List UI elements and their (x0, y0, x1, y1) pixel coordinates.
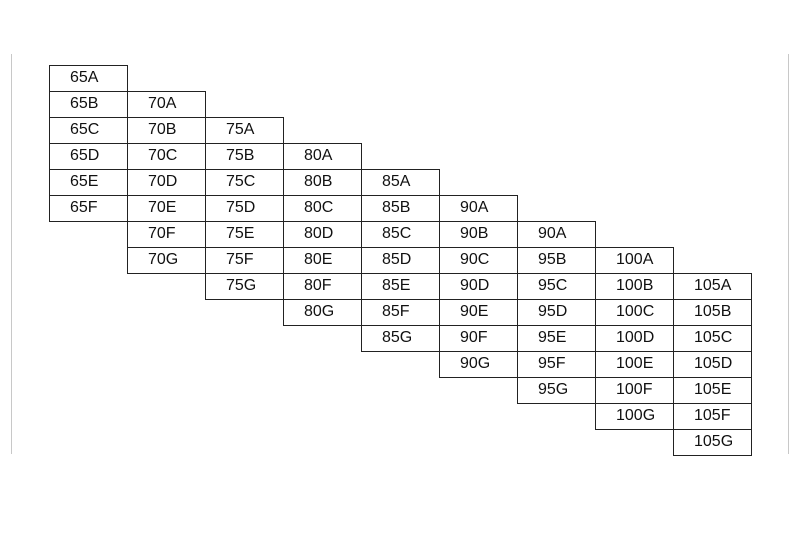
size-cell: 105A (673, 273, 752, 300)
size-cell: 105F (673, 403, 752, 430)
size-cell: 75E (205, 221, 284, 248)
size-cell: 70F (127, 221, 206, 248)
size-cell: 95G (517, 377, 596, 404)
size-cell: 90D (439, 273, 518, 300)
size-cell: 70B (127, 117, 206, 144)
size-cell: 95C (517, 273, 596, 300)
size-cell: 75G (205, 273, 284, 300)
size-cell: 75D (205, 195, 284, 222)
size-cell: 85B (361, 195, 440, 222)
size-cell: 75F (205, 247, 284, 274)
size-cell: 80B (283, 169, 362, 196)
size-cell: 70A (127, 91, 206, 118)
size-cell: 105G (673, 429, 752, 456)
size-cell: 95F (517, 351, 596, 378)
size-cell: 100A (595, 247, 674, 274)
size-cell: 80D (283, 221, 362, 248)
size-cell: 70E (127, 195, 206, 222)
size-cell: 100C (595, 299, 674, 326)
size-cell: 85A (361, 169, 440, 196)
size-cell: 65E (49, 169, 128, 196)
size-cell: 100G (595, 403, 674, 430)
size-cell: 85G (361, 325, 440, 352)
size-cell: 65C (49, 117, 128, 144)
size-cell: 90F (439, 325, 518, 352)
size-cell: 100E (595, 351, 674, 378)
size-cell: 70G (127, 247, 206, 274)
size-cell: 105E (673, 377, 752, 404)
size-cell: 80A (283, 143, 362, 170)
size-cell: 65D (49, 143, 128, 170)
size-cell: 100F (595, 377, 674, 404)
size-cell: 105D (673, 351, 752, 378)
size-cell: 90C (439, 247, 518, 274)
size-cell: 75C (205, 169, 284, 196)
size-cell: 80E (283, 247, 362, 274)
size-cell: 90A (517, 221, 596, 248)
panel-left-border (11, 54, 12, 454)
size-cell: 95E (517, 325, 596, 352)
size-cell: 65A (49, 65, 128, 92)
size-cell: 100B (595, 273, 674, 300)
size-cell: 75A (205, 117, 284, 144)
size-cell: 65F (49, 195, 128, 222)
size-cell: 95D (517, 299, 596, 326)
size-cell: 85F (361, 299, 440, 326)
size-cell: 70C (127, 143, 206, 170)
size-cell: 80G (283, 299, 362, 326)
size-cell: 85D (361, 247, 440, 274)
size-cell: 95B (517, 247, 596, 274)
size-cell: 100D (595, 325, 674, 352)
size-cell: 90B (439, 221, 518, 248)
size-cell: 85E (361, 273, 440, 300)
size-cell: 80F (283, 273, 362, 300)
size-cell: 80C (283, 195, 362, 222)
size-cell: 105C (673, 325, 752, 352)
panel-right-border (788, 54, 789, 454)
size-cell: 90E (439, 299, 518, 326)
size-cell: 65B (49, 91, 128, 118)
size-cell: 75B (205, 143, 284, 170)
size-cell: 90G (439, 351, 518, 378)
size-cell: 105B (673, 299, 752, 326)
size-cell: 85C (361, 221, 440, 248)
size-cell: 90A (439, 195, 518, 222)
size-cell: 70D (127, 169, 206, 196)
